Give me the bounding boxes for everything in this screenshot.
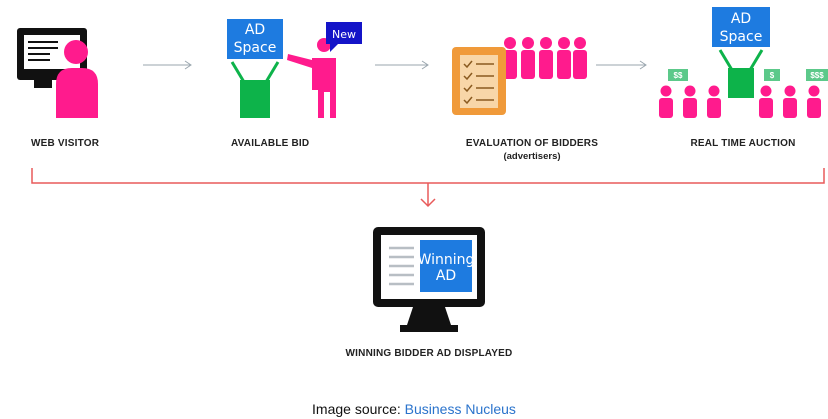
caption-prefix: Image source: (312, 401, 401, 417)
auction-ad-space-text-1: AD (731, 11, 751, 27)
real-time-auction-label: REAL TIME AUCTION (690, 138, 795, 149)
web-visitor-icon (17, 28, 98, 118)
auction-ad-space-sign-icon (712, 7, 770, 98)
money-tag-mid: $ (770, 71, 775, 80)
evaluation-label: EVALUATION OF BIDDERS (466, 138, 598, 149)
auction-bidders-icon (659, 85, 821, 118)
winning-ad-text-1: Winning (418, 252, 475, 268)
ad-space-text-1: AD (245, 22, 265, 38)
ad-space-text-2: Space (234, 40, 277, 56)
new-tag-text: New (332, 28, 356, 41)
flow-arrow-3 (596, 60, 647, 70)
checklist-clipboard-icon (452, 47, 506, 115)
web-visitor-label: WEB VISITOR (31, 138, 100, 149)
flow-arrow-1 (143, 60, 192, 70)
bidders-crowd-icon (503, 37, 587, 79)
money-tags-icon (668, 69, 828, 81)
flow-arrow-2 (375, 60, 429, 70)
image-source-caption: Image source: Business Nucleus (0, 401, 828, 417)
evaluation-sublabel: (advertisers) (503, 151, 560, 162)
winning-ad-text-2: AD (436, 268, 456, 284)
money-tag-right: $$$ (810, 71, 824, 80)
available-bid-label: AVAILABLE BID (231, 138, 309, 149)
winning-displayed-label: WINNING BIDDER AD DISPLAYED (346, 348, 513, 359)
business-nucleus-link[interactable]: Business Nucleus (404, 401, 516, 417)
presenter-person-icon (287, 38, 336, 118)
money-tag-left: $$ (674, 71, 683, 80)
new-speech-bubble-icon (326, 22, 362, 52)
ad-space-sign-icon (227, 19, 283, 118)
auction-ad-space-text-2: Space (720, 29, 763, 45)
merge-bracket (31, 168, 825, 208)
winning-ad-monitor-icon (373, 227, 485, 332)
